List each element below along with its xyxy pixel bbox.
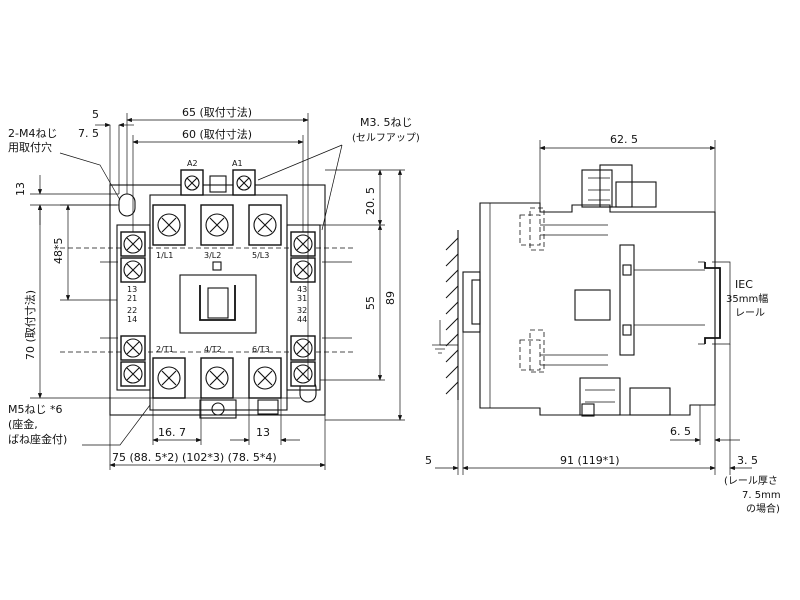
dim-5-side: 5 — [425, 454, 432, 467]
terminal-t3: 6/T3 — [252, 345, 270, 354]
aux-right-32: 32 — [297, 306, 307, 315]
dim-70: 70 (取付寸法) — [23, 290, 37, 360]
dim-13-bottom: 13 — [256, 426, 270, 439]
note-rail-th-2: 7. 5mm — [742, 490, 781, 501]
dim-3-5: 3. 5 — [737, 454, 758, 467]
aux-right-44: 44 — [297, 315, 307, 324]
dim-7-5: 7. 5 — [78, 127, 99, 140]
aux-left-21: 21 — [127, 294, 137, 303]
main-terminals-bottom: 2/T1 4/T2 6/T3 — [152, 345, 282, 419]
main-terminals-top: 1/L1 3/L2 5/L3 — [152, 204, 282, 260]
note-rail-th-1: (レール厚さ — [724, 475, 778, 487]
din-rail-front — [60, 247, 355, 353]
dim-48: 48*5 — [52, 238, 65, 265]
dim-60: 60 (取付寸法) — [182, 127, 252, 141]
side-view: IEC 35mm幅 レール 62. 5 6. 5 5 91 (119*1) 3.… — [425, 133, 781, 515]
dim-65: 65 (取付寸法) — [182, 105, 252, 119]
terminal-t2: 4/T2 — [204, 345, 222, 354]
terminal-l1: 1/L1 — [156, 251, 173, 260]
terminal-l3: 5/L3 — [252, 251, 269, 260]
note-rail-3: レール — [735, 308, 765, 319]
dim-20-5: 20. 5 — [364, 187, 377, 215]
coil-terminals: A2 A1 — [180, 159, 256, 196]
mounting-wall — [432, 230, 459, 400]
din-rail-side — [698, 261, 731, 345]
dim-62-5: 62. 5 — [610, 133, 638, 146]
dim-13-left: 13 — [14, 182, 27, 196]
note-m5-line3: ばね座金付) — [8, 432, 67, 446]
mounting-hole-top-left — [118, 193, 136, 217]
aux-right-31: 31 — [297, 294, 307, 303]
terminal-t1: 2/T1 — [156, 345, 174, 354]
coil-a2-label: A2 — [187, 159, 198, 168]
dim-89: 89 — [384, 291, 397, 305]
note-rail-1: IEC — [735, 278, 753, 291]
note-rail-th-3: の場合) — [746, 502, 780, 515]
front-view: 13 21 22 14 43 31 32 44 — [8, 105, 420, 470]
aux-left-13: 13 — [127, 285, 137, 294]
note-m5-line1: M5ねじ *6 — [8, 403, 62, 416]
aux-right-43: 43 — [297, 285, 307, 294]
dim-6-5: 6. 5 — [670, 425, 691, 438]
main-body — [149, 194, 288, 411]
dim-75: 75 (88. 5*2) (102*3) (78. 5*4) — [112, 451, 277, 464]
note-m4-line1: 2-M4ねじ — [8, 127, 57, 140]
dim-91: 91 (119*1) — [560, 454, 620, 467]
dim-55: 55 — [364, 296, 377, 310]
note-m3-line2: (セルフアップ) — [352, 132, 420, 144]
dim-16-7: 16. 7 — [158, 426, 186, 439]
aux-left-22: 22 — [127, 306, 137, 315]
note-m5-line2: (座金, — [8, 417, 38, 431]
aux-block-left: 13 21 22 14 — [116, 224, 151, 391]
note-rail-2: 35mm幅 — [726, 292, 768, 305]
dim-5-top: 5 — [92, 108, 99, 121]
coil-a1-label: A1 — [232, 159, 243, 168]
aux-block-right: 43 31 32 44 — [286, 224, 321, 391]
side-body — [462, 164, 716, 417]
terminal-l2: 3/L2 — [204, 251, 221, 260]
note-m3-line1: M3. 5ねじ — [360, 116, 412, 129]
armature-window — [179, 261, 257, 334]
note-m4-line2: 用取付穴 — [8, 140, 52, 154]
aux-left-14: 14 — [127, 315, 137, 324]
